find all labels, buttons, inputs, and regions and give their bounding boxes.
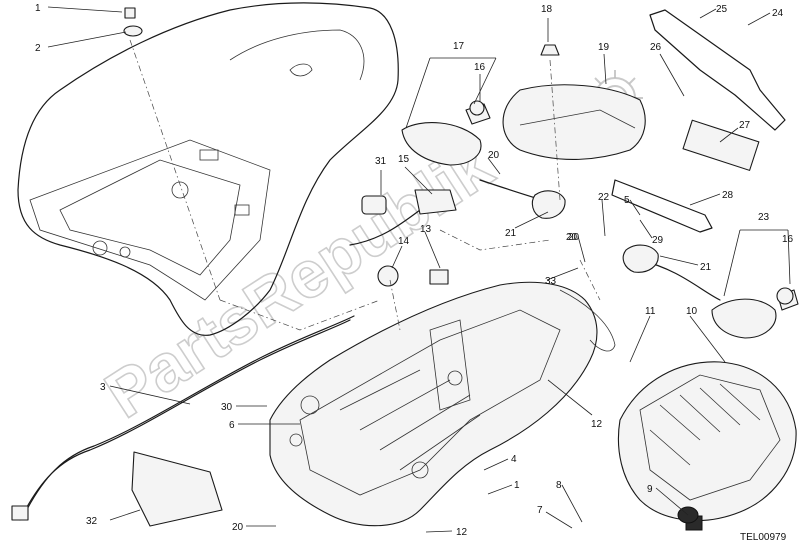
callout-21a: 21 bbox=[505, 228, 517, 239]
callout-30: 30 bbox=[221, 402, 233, 413]
callout-25: 25 bbox=[716, 4, 728, 15]
callout-18: 18 bbox=[541, 4, 553, 15]
callout-26: 26 bbox=[650, 42, 662, 53]
seat-assembly bbox=[17, 2, 399, 336]
tail-light-housing bbox=[617, 361, 797, 531]
callout-2: 2 bbox=[35, 43, 41, 54]
callout-20b: 20 bbox=[568, 232, 580, 243]
callout-20c: 20 bbox=[566, 232, 578, 243]
callout-12b: 12 bbox=[456, 527, 468, 538]
leader-lines bbox=[47, 6, 791, 533]
callout-4: 4 bbox=[511, 454, 517, 465]
wiring-harness bbox=[11, 179, 721, 521]
callout-20d: 20 bbox=[232, 522, 244, 533]
callout-24: 24 bbox=[772, 8, 784, 19]
callout-17: 17 bbox=[453, 41, 465, 52]
callout-28: 28 bbox=[722, 190, 734, 201]
callout-7: 7 bbox=[537, 505, 543, 516]
callout-10: 10 bbox=[686, 306, 698, 317]
callout-21b: 21 bbox=[700, 262, 712, 273]
callout-9: 9 bbox=[647, 484, 653, 495]
callout-32: 32 bbox=[86, 516, 98, 527]
callout-12a: 12 bbox=[591, 419, 603, 430]
assembly-lines bbox=[129, 39, 601, 331]
callout-19: 19 bbox=[598, 42, 610, 53]
callout-27: 27 bbox=[739, 120, 751, 131]
callout-22: 22 bbox=[598, 192, 610, 203]
callout-29: 29 bbox=[652, 235, 664, 246]
callout-6: 6 bbox=[229, 420, 235, 431]
callout-16a: 16 bbox=[474, 62, 486, 73]
reference-code: TEL00979 bbox=[740, 532, 787, 543]
callout-14: 14 bbox=[398, 236, 410, 247]
callout-5: 5 bbox=[624, 195, 630, 206]
callout-33: 33 bbox=[545, 276, 557, 287]
callout-8: 8 bbox=[556, 480, 562, 491]
callout-13: 13 bbox=[420, 224, 432, 235]
callout-11: 11 bbox=[645, 306, 656, 317]
callout-1b: 1 bbox=[514, 480, 520, 491]
callout-20a: 20 bbox=[488, 150, 500, 161]
callout-15: 15 bbox=[398, 154, 410, 165]
license-plate-bracket bbox=[502, 9, 786, 233]
small-parts bbox=[123, 7, 794, 527]
callout-3: 3 bbox=[100, 382, 106, 393]
callout-31: 31 bbox=[375, 156, 387, 167]
callout-23: 23 bbox=[758, 212, 770, 223]
callout-1a: 1 bbox=[35, 3, 41, 14]
callout-16b: 16 bbox=[782, 234, 794, 245]
tail-tray bbox=[269, 281, 616, 527]
callout-labels: 1 2 18 17 16 19 26 25 24 27 28 31 15 20 … bbox=[35, 3, 794, 543]
